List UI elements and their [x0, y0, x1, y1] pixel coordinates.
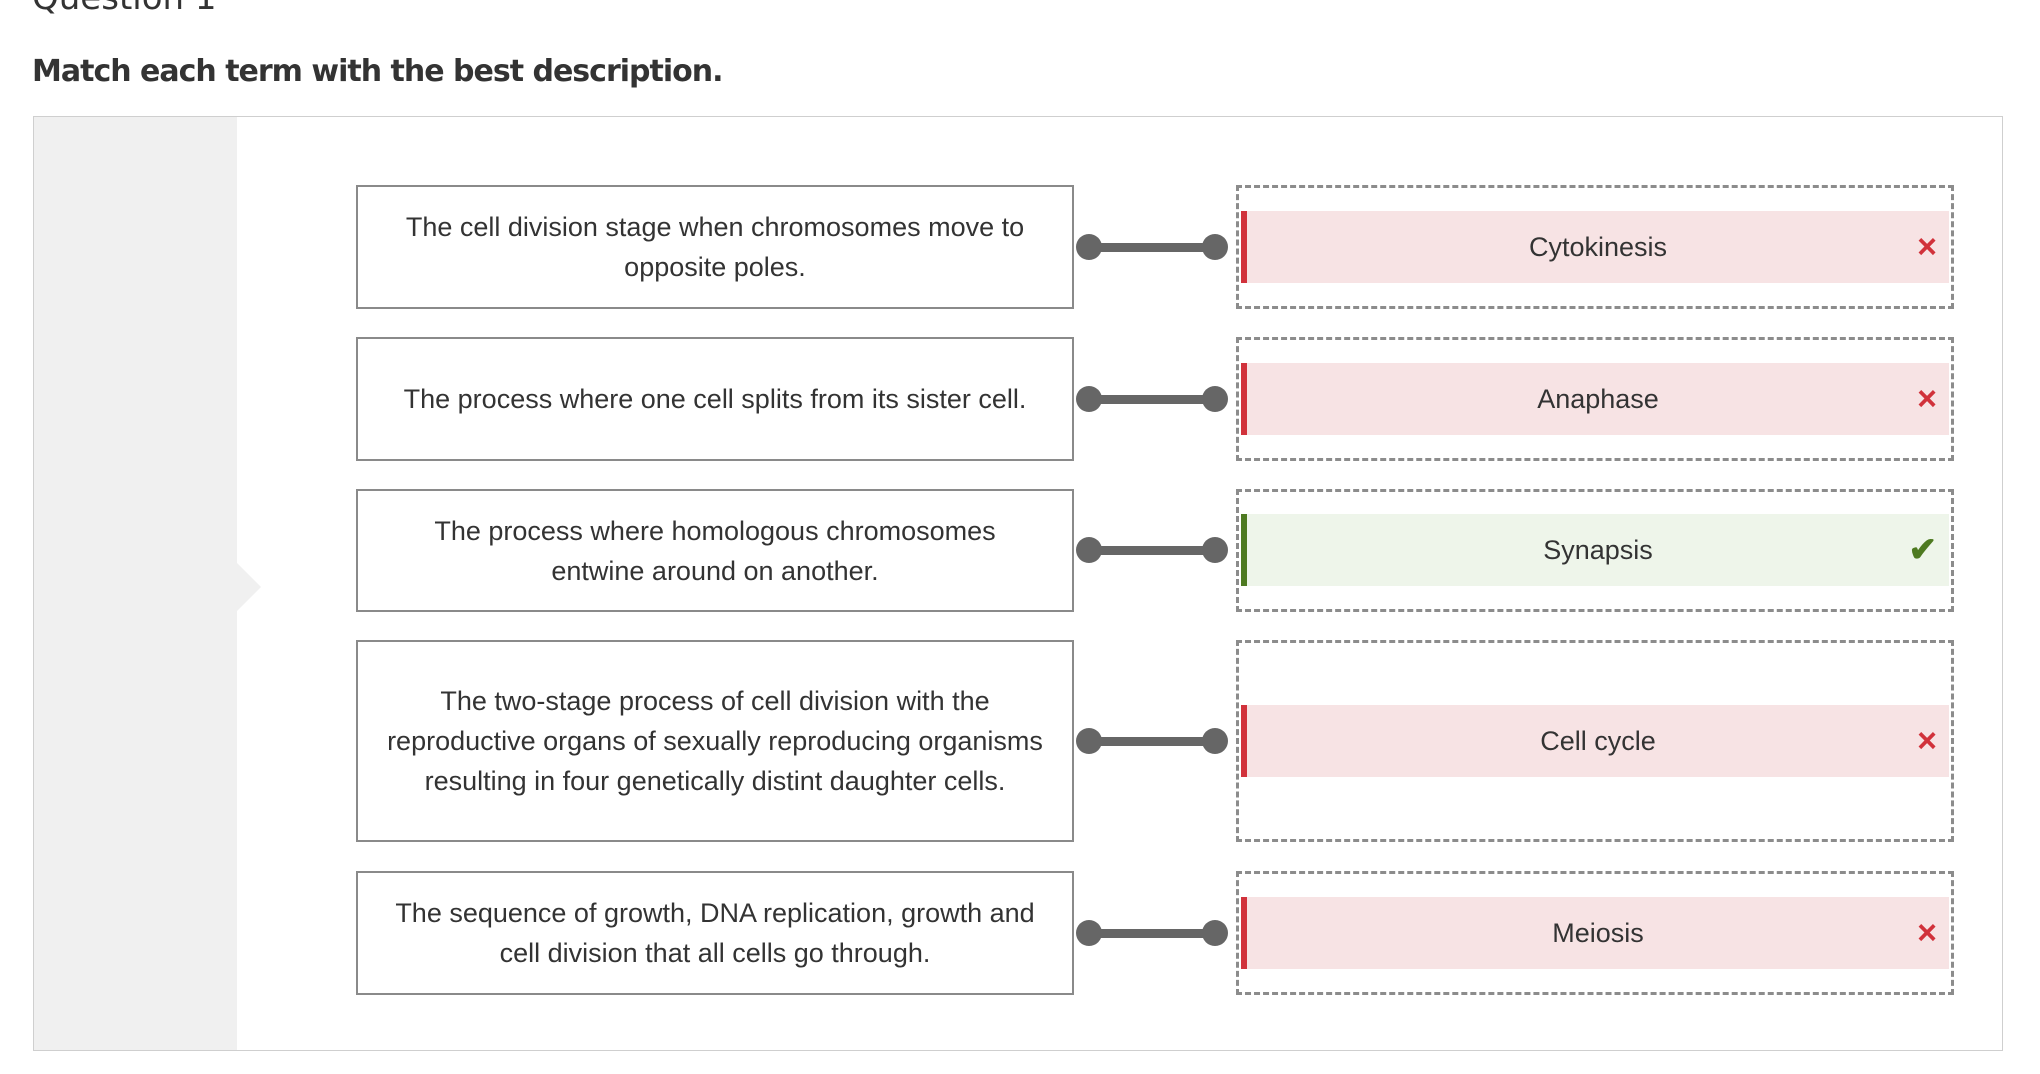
connector-handle-right[interactable] — [1202, 386, 1228, 412]
answer-label: Anaphase — [1537, 383, 1659, 414]
question-heading: Question 1 — [32, 0, 217, 18]
description-text: The two-stage process of cell division w… — [387, 686, 1043, 796]
answer-tile[interactable]: Meiosis × — [1241, 897, 1949, 969]
match-connector[interactable] — [1076, 234, 1228, 260]
answer-tile[interactable]: Anaphase × — [1241, 363, 1949, 435]
x-mark-icon: × — [1917, 380, 1937, 418]
panel-sidebar — [34, 117, 237, 1050]
answer-tile[interactable]: Synapsis ✔ — [1241, 514, 1949, 586]
connector-handle-left[interactable] — [1076, 234, 1102, 260]
connector-line — [1088, 929, 1216, 938]
answer-tile[interactable]: Cytokinesis × — [1241, 211, 1949, 283]
connector-handle-right[interactable] — [1202, 728, 1228, 754]
connector-line — [1088, 243, 1216, 252]
description-text: The sequence of growth, DNA replication,… — [395, 898, 1035, 968]
connector-handle-left[interactable] — [1076, 920, 1102, 946]
connector-handle-right[interactable] — [1202, 234, 1228, 260]
connector-line — [1088, 737, 1216, 746]
answer-drop-zone[interactable]: Synapsis ✔ — [1236, 489, 1954, 612]
answer-label: Synapsis — [1543, 534, 1653, 565]
answer-label: Meiosis — [1552, 917, 1644, 948]
description-box: The process where one cell splits from i… — [356, 337, 1074, 461]
description-text: The process where homologous chromosomes… — [434, 515, 996, 586]
panel-sidebar-pointer — [237, 563, 261, 611]
check-mark-icon: ✔ — [1908, 531, 1938, 569]
match-connector[interactable] — [1076, 920, 1228, 946]
connector-handle-left[interactable] — [1076, 386, 1102, 412]
connector-handle-left[interactable] — [1076, 728, 1102, 754]
description-text: The cell division stage when chromosomes… — [405, 212, 1025, 282]
match-connector[interactable] — [1076, 537, 1228, 563]
matching-panel: The cell division stage when chromosomes… — [33, 116, 2003, 1051]
answer-tile[interactable]: Cell cycle × — [1241, 705, 1949, 777]
connector-line — [1088, 546, 1216, 555]
question-prompt: Match each term with the best descriptio… — [32, 54, 723, 89]
answer-drop-zone[interactable]: Meiosis × — [1236, 871, 1954, 995]
description-box: The process where homologous chromosomes… — [356, 489, 1074, 612]
description-box: The cell division stage when chromosomes… — [356, 185, 1074, 309]
description-box: The sequence of growth, DNA replication,… — [356, 871, 1074, 995]
match-connector[interactable] — [1076, 728, 1228, 754]
connector-line — [1088, 395, 1216, 404]
connector-handle-left[interactable] — [1076, 537, 1102, 563]
connector-handle-right[interactable] — [1202, 537, 1228, 563]
match-connector[interactable] — [1076, 386, 1228, 412]
answer-drop-zone[interactable]: Cytokinesis × — [1236, 185, 1954, 309]
connector-handle-right[interactable] — [1202, 920, 1228, 946]
description-text: The process where one cell splits from i… — [403, 384, 1027, 414]
x-mark-icon: × — [1917, 722, 1937, 760]
answer-label: Cell cycle — [1540, 725, 1656, 756]
description-box: The two-stage process of cell division w… — [356, 640, 1074, 842]
x-mark-icon: × — [1917, 914, 1937, 952]
x-mark-icon: × — [1917, 228, 1937, 266]
answer-label: Cytokinesis — [1528, 231, 1668, 262]
answer-drop-zone[interactable]: Anaphase × — [1236, 337, 1954, 461]
answer-drop-zone[interactable]: Cell cycle × — [1236, 640, 1954, 842]
